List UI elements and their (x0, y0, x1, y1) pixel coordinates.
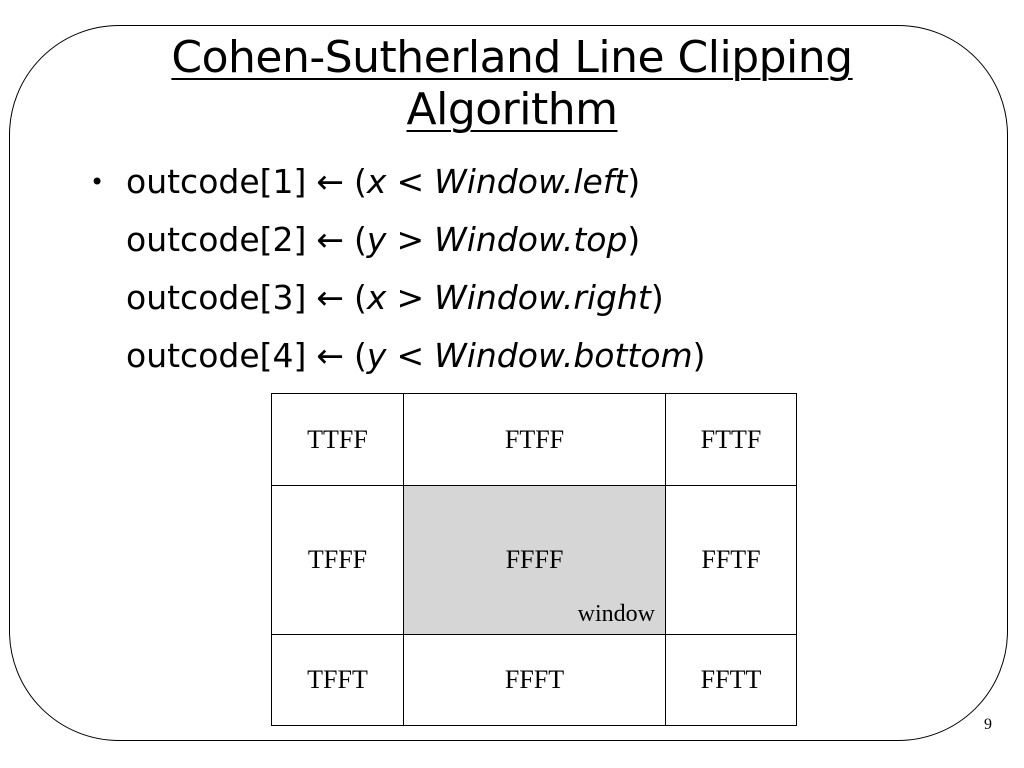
window-field: Window.left (434, 162, 628, 201)
page-number: 9 (984, 716, 992, 733)
outcode-name: outcode[1] (126, 162, 307, 201)
variable: x (366, 278, 387, 317)
window-label: window (577, 601, 655, 627)
operator: > (396, 220, 425, 259)
outcode-line: outcode[2] ← ( y > Window.top ) (126, 211, 706, 269)
outcode-name: outcode[2] (126, 220, 307, 259)
outcode-name: outcode[3] (126, 278, 307, 317)
outcode-line: outcode[3] ← ( x > Window.right ) (126, 269, 706, 327)
variable: y (366, 220, 387, 259)
region-cell: TFFT (271, 634, 404, 726)
window-field: Window.right (434, 278, 651, 317)
region-cell: FTTF (665, 393, 797, 486)
slide-frame (9, 25, 1008, 741)
close-paren: ) (692, 336, 706, 375)
close-paren: ) (650, 278, 664, 317)
operator: < (396, 336, 425, 375)
region-cell: FTFF (403, 393, 666, 486)
arrow-icon: ← (316, 162, 345, 201)
table-row: TFFF FFFF window FFTF (271, 485, 797, 635)
operator: < (396, 162, 425, 201)
arrow-icon: ← (316, 220, 345, 259)
region-code: FFFF (505, 545, 564, 574)
variable: y (366, 336, 387, 375)
region-cell: TTFF (271, 393, 404, 486)
close-paren: ) (627, 162, 641, 201)
table-row: TFFT FFFT FFTT (271, 634, 797, 726)
region-outcode-table: TTFF FTFF FTTF TFFF FFFF window FFTF TFF… (271, 393, 797, 726)
outcode-definitions: outcode[1] ← ( x < Window.left ) outcode… (126, 153, 706, 385)
variable: x (366, 162, 387, 201)
open-paren: ( (354, 162, 367, 201)
outcode-name: outcode[4] (126, 336, 307, 375)
slide-title: Cohen-Sutherland Line Clipping Algorithm (0, 32, 1024, 136)
region-cell: TFFF (271, 485, 404, 635)
arrow-icon: ← (316, 278, 345, 317)
arrow-icon: ← (316, 336, 345, 375)
open-paren: ( (354, 278, 367, 317)
title-line-1: Cohen-Sutherland Line Clipping (171, 32, 853, 83)
outcode-line: outcode[4] ← ( y < Window.bottom ) (126, 327, 706, 385)
table-row: TTFF FTFF FTTF (271, 393, 797, 486)
open-paren: ( (354, 220, 367, 259)
window-region-cell: FFFF window (403, 485, 666, 635)
close-paren: ) (627, 220, 641, 259)
title-line-2: Algorithm (406, 84, 619, 135)
region-cell: FFFT (403, 634, 666, 726)
outcode-line: outcode[1] ← ( x < Window.left ) (126, 153, 706, 211)
bullet-icon: • (90, 168, 105, 196)
window-field: Window.top (434, 220, 628, 259)
open-paren: ( (354, 336, 367, 375)
window-field: Window.bottom (434, 336, 693, 375)
region-cell: FFTT (665, 634, 797, 726)
operator: > (396, 278, 425, 317)
region-cell: FFTF (665, 485, 797, 635)
